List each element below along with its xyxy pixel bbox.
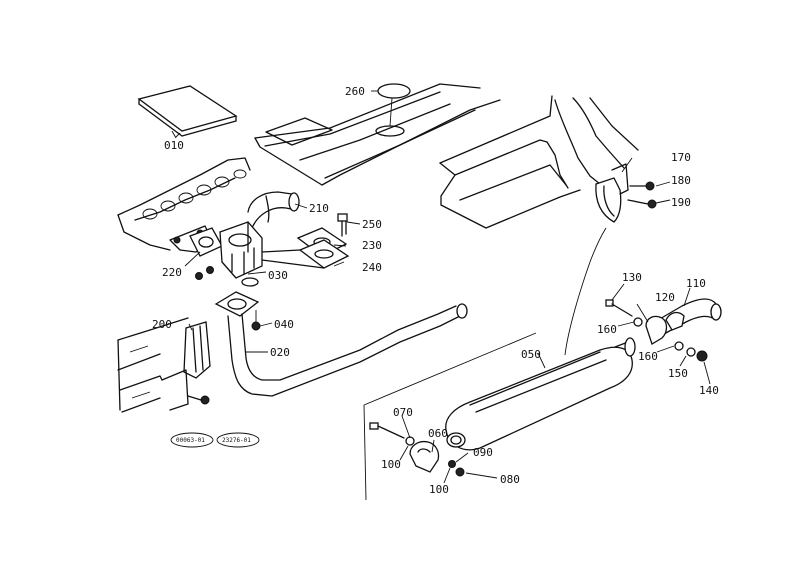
callout-260: 260 xyxy=(345,85,365,98)
callout-010: 010 xyxy=(164,139,184,152)
reference-stamp-2: 23276-01 xyxy=(222,437,251,444)
part-020-front-pipe xyxy=(227,303,468,397)
callout-170: 170 xyxy=(671,151,691,164)
chassis-frame xyxy=(117,317,189,413)
callout-080: 080 xyxy=(500,473,520,486)
callout-250: 250 xyxy=(362,218,382,231)
flange-lower xyxy=(195,266,261,331)
callout-140: 140 xyxy=(699,384,719,397)
muffler-group-frame xyxy=(363,332,537,501)
part-260-plug-cap xyxy=(371,83,411,99)
callout-060: 060 xyxy=(428,427,448,440)
callout-030: 030 xyxy=(268,269,288,282)
callout-200: 200 xyxy=(152,318,172,331)
part-060-clamp xyxy=(369,422,465,477)
callout-120: 120 xyxy=(655,291,675,304)
callout-050: 050 xyxy=(521,348,541,361)
callout-110: 110 xyxy=(686,277,706,290)
leader-lines xyxy=(171,130,711,484)
callout-180: 180 xyxy=(671,174,691,187)
callout-190: 190 xyxy=(671,196,691,209)
vehicle-body-panel xyxy=(439,95,639,229)
part-230-240-cover-plate xyxy=(261,227,350,269)
callout-070: 070 xyxy=(393,406,413,419)
callout-100a: 100 xyxy=(381,458,401,471)
part-250-bolt xyxy=(337,213,348,237)
part-210-elbow-pipe xyxy=(247,191,300,229)
part-050-muffler xyxy=(445,337,636,451)
callout-240: 240 xyxy=(362,261,382,274)
callout-040: 040 xyxy=(274,318,294,331)
callout-220: 220 xyxy=(162,266,182,279)
part-010-gasket-sheet xyxy=(137,85,238,138)
callout-100b: 100 xyxy=(429,483,449,496)
callout-210: 210 xyxy=(309,202,329,215)
reference-stamp-1: 00063-01 xyxy=(176,437,205,444)
callout-020: 020 xyxy=(270,346,290,359)
callout-230: 230 xyxy=(362,239,382,252)
assembly-link-curve xyxy=(564,227,607,356)
callout-090: 090 xyxy=(473,446,493,459)
callout-150: 150 xyxy=(668,367,688,380)
callout-160a: 160 xyxy=(597,323,617,336)
part-200-heat-shield xyxy=(161,321,211,411)
part-030-manifold xyxy=(219,221,263,279)
callout-160b: 160 xyxy=(638,350,658,363)
reference-stamps: 00063-01 23276-01 xyxy=(170,432,260,448)
callout-labels: 010 260 210 250 230 240 220 030 040 020 … xyxy=(152,85,719,496)
part-110-tail-pipe xyxy=(605,298,722,362)
part-170-hanger-bracket xyxy=(595,163,657,223)
floor-panel xyxy=(254,83,501,186)
callout-130: 130 xyxy=(622,271,642,284)
